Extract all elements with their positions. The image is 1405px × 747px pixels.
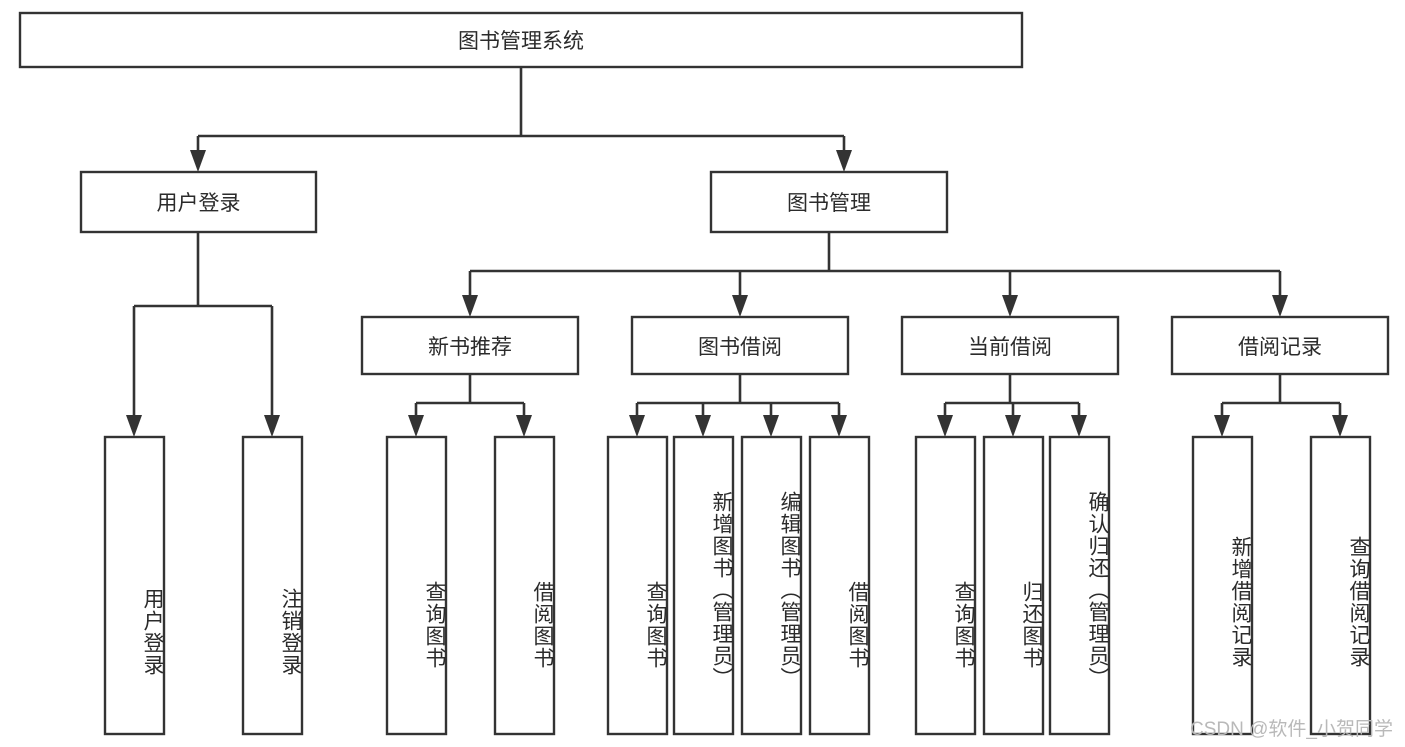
node-leaf-confirm-return[interactable]	[1048, 435, 1111, 736]
node-current-borrow[interactable]	[900, 315, 1120, 376]
node-leaf-add-record[interactable]	[1191, 435, 1254, 736]
node-leaf-return-book[interactable]	[982, 435, 1045, 736]
node-borrow-record[interactable]	[1170, 315, 1390, 376]
node-leaf-edit-book[interactable]	[740, 435, 803, 736]
connector-userlogin-to-leaves	[126, 232, 280, 437]
node-leaf-borrow-book-2[interactable]	[808, 435, 871, 736]
node-user-login[interactable]	[79, 170, 318, 234]
node-leaf-query-book-2[interactable]	[606, 435, 669, 736]
node-leaf-query-record[interactable]	[1309, 435, 1372, 736]
node-leaf-query-book-1[interactable]	[385, 435, 448, 736]
node-leaf-user-login[interactable]	[103, 435, 166, 736]
node-new-book-recommend[interactable]	[360, 315, 580, 376]
node-leaf-borrow-book-1[interactable]	[493, 435, 556, 736]
connector-newbook-to-leaves	[408, 374, 532, 437]
node-leaf-query-book-3[interactable]	[914, 435, 977, 736]
node-root[interactable]	[18, 11, 1024, 69]
node-leaf-user-logout[interactable]	[241, 435, 304, 736]
node-book-borrow[interactable]	[630, 315, 850, 376]
connector-bookborrow-to-leaves	[629, 374, 847, 437]
connector-root-to-level1	[190, 67, 852, 172]
node-leaf-add-book[interactable]	[672, 435, 735, 736]
connector-borrowrecord-to-leaves	[1214, 374, 1348, 437]
connector-bookmanage-to-level2	[462, 232, 1288, 317]
connector-currentborrow-to-leaves	[937, 374, 1087, 437]
node-book-manage[interactable]	[709, 170, 949, 234]
